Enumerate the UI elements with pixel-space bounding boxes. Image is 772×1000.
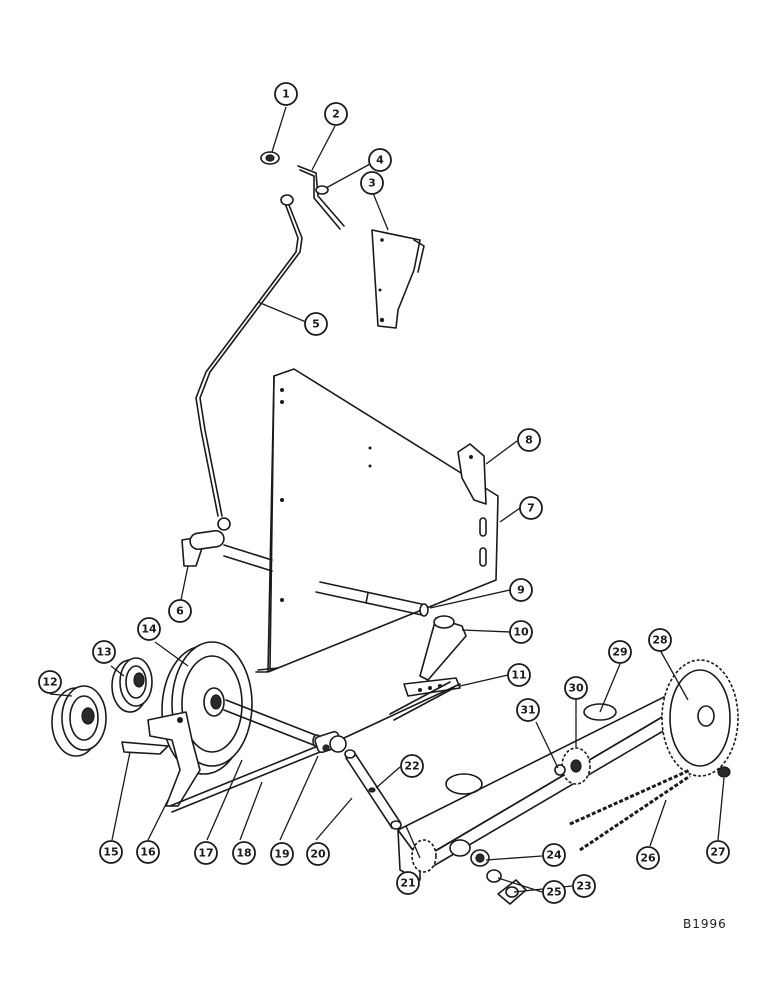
part-5-control-rod: [195, 194, 303, 531]
svg-text:17: 17: [198, 847, 213, 860]
callout-17: 17: [194, 841, 218, 865]
callout-6: 6: [168, 599, 192, 623]
callout-30: 30: [564, 676, 588, 700]
callout-28: 28: [648, 628, 672, 652]
svg-text:12: 12: [42, 676, 57, 689]
drawing-reference: B1996: [683, 917, 727, 931]
part-18-long-rod: [169, 683, 461, 813]
svg-text:2: 2: [332, 108, 340, 121]
svg-text:1: 1: [282, 88, 290, 101]
part-8-tab-bracket: [457, 443, 487, 505]
callout-8: 8: [517, 428, 541, 452]
part-20-stub-shaft: [344, 749, 402, 830]
part-12-pulley: [51, 685, 107, 757]
callout-15: 15: [99, 840, 123, 864]
callout-23: 23: [572, 874, 596, 898]
svg-text:16: 16: [140, 846, 156, 859]
callout-5: 5: [304, 312, 328, 336]
part-23-flange: [497, 879, 527, 905]
svg-text:21: 21: [400, 877, 415, 890]
part-7-mounting-plate: [255, 368, 499, 673]
svg-text:30: 30: [568, 682, 584, 695]
part-16-mount-arm: [121, 711, 201, 807]
callout-10: 10: [509, 620, 533, 644]
svg-text:6: 6: [176, 605, 184, 618]
part-30-small-sprocket: [561, 747, 591, 785]
svg-text:24: 24: [546, 849, 562, 862]
callout-3: 3: [360, 171, 384, 195]
callout-13: 13: [92, 640, 116, 664]
part-31-bearing: [554, 764, 566, 776]
callout-22: 22: [400, 754, 424, 778]
callout-24: 24: [542, 843, 566, 867]
svg-text:25: 25: [546, 886, 561, 899]
callout-1: 1: [274, 82, 298, 106]
svg-text:15: 15: [103, 846, 118, 859]
callout-26: 26: [636, 846, 660, 870]
svg-text:3: 3: [368, 177, 376, 190]
part-10-lever-arm: [419, 615, 467, 681]
svg-text:18: 18: [236, 847, 251, 860]
callout-31: 31: [516, 698, 540, 722]
svg-text:8: 8: [525, 434, 533, 447]
callout-14: 14: [137, 617, 161, 641]
part-11-adjuster-bar: [389, 677, 461, 721]
callout-27: 27: [706, 840, 730, 864]
callout-7: 7: [519, 496, 543, 520]
svg-text:7: 7: [527, 502, 535, 515]
svg-text:10: 10: [513, 626, 529, 639]
svg-text:31: 31: [520, 704, 535, 717]
part-13-small-pulley: [111, 657, 153, 713]
part-28-large-sprocket: [661, 659, 739, 777]
callout-29: 29: [608, 640, 632, 664]
callout-12: 12: [38, 670, 62, 694]
part-25-washer: [486, 869, 502, 883]
part-3-bracket: [371, 229, 425, 329]
callout-16: 16: [136, 840, 160, 864]
svg-text:11: 11: [511, 669, 526, 682]
svg-text:5: 5: [312, 318, 320, 331]
callout-25: 25: [542, 880, 566, 904]
svg-text:4: 4: [376, 154, 384, 167]
callout-4: 4: [368, 148, 392, 172]
part-22-pin: [368, 787, 376, 793]
svg-text:19: 19: [274, 848, 289, 861]
svg-text:23: 23: [576, 880, 591, 893]
svg-text:13: 13: [96, 646, 111, 659]
svg-text:9: 9: [517, 584, 525, 597]
svg-text:22: 22: [404, 760, 419, 773]
svg-text:26: 26: [640, 852, 656, 865]
callout-20: 20: [306, 842, 330, 866]
callout-19: 19: [270, 842, 294, 866]
callout-2: 2: [324, 102, 348, 126]
part-19-universal-joint: [314, 730, 347, 754]
part-24-bearing: [449, 839, 490, 867]
part-6-crank-lever: [181, 529, 273, 572]
svg-text:20: 20: [310, 848, 326, 861]
svg-text:14: 14: [141, 623, 157, 636]
svg-text:28: 28: [652, 634, 667, 647]
part-27-bolt: [717, 766, 731, 778]
svg-text:29: 29: [612, 646, 627, 659]
svg-text:27: 27: [710, 846, 725, 859]
part-21-sprocket: [411, 839, 437, 873]
part-26-chain: [569, 768, 691, 852]
callout-18: 18: [232, 841, 256, 865]
leader-lines: [49, 106, 725, 893]
part-9-shaft: [315, 581, 429, 617]
part-1-cap: [260, 151, 280, 165]
callout-21: 21: [396, 871, 420, 895]
part-2-bent-rod: [297, 165, 345, 230]
callout-11: 11: [507, 663, 531, 687]
callout-9: 9: [509, 578, 533, 602]
